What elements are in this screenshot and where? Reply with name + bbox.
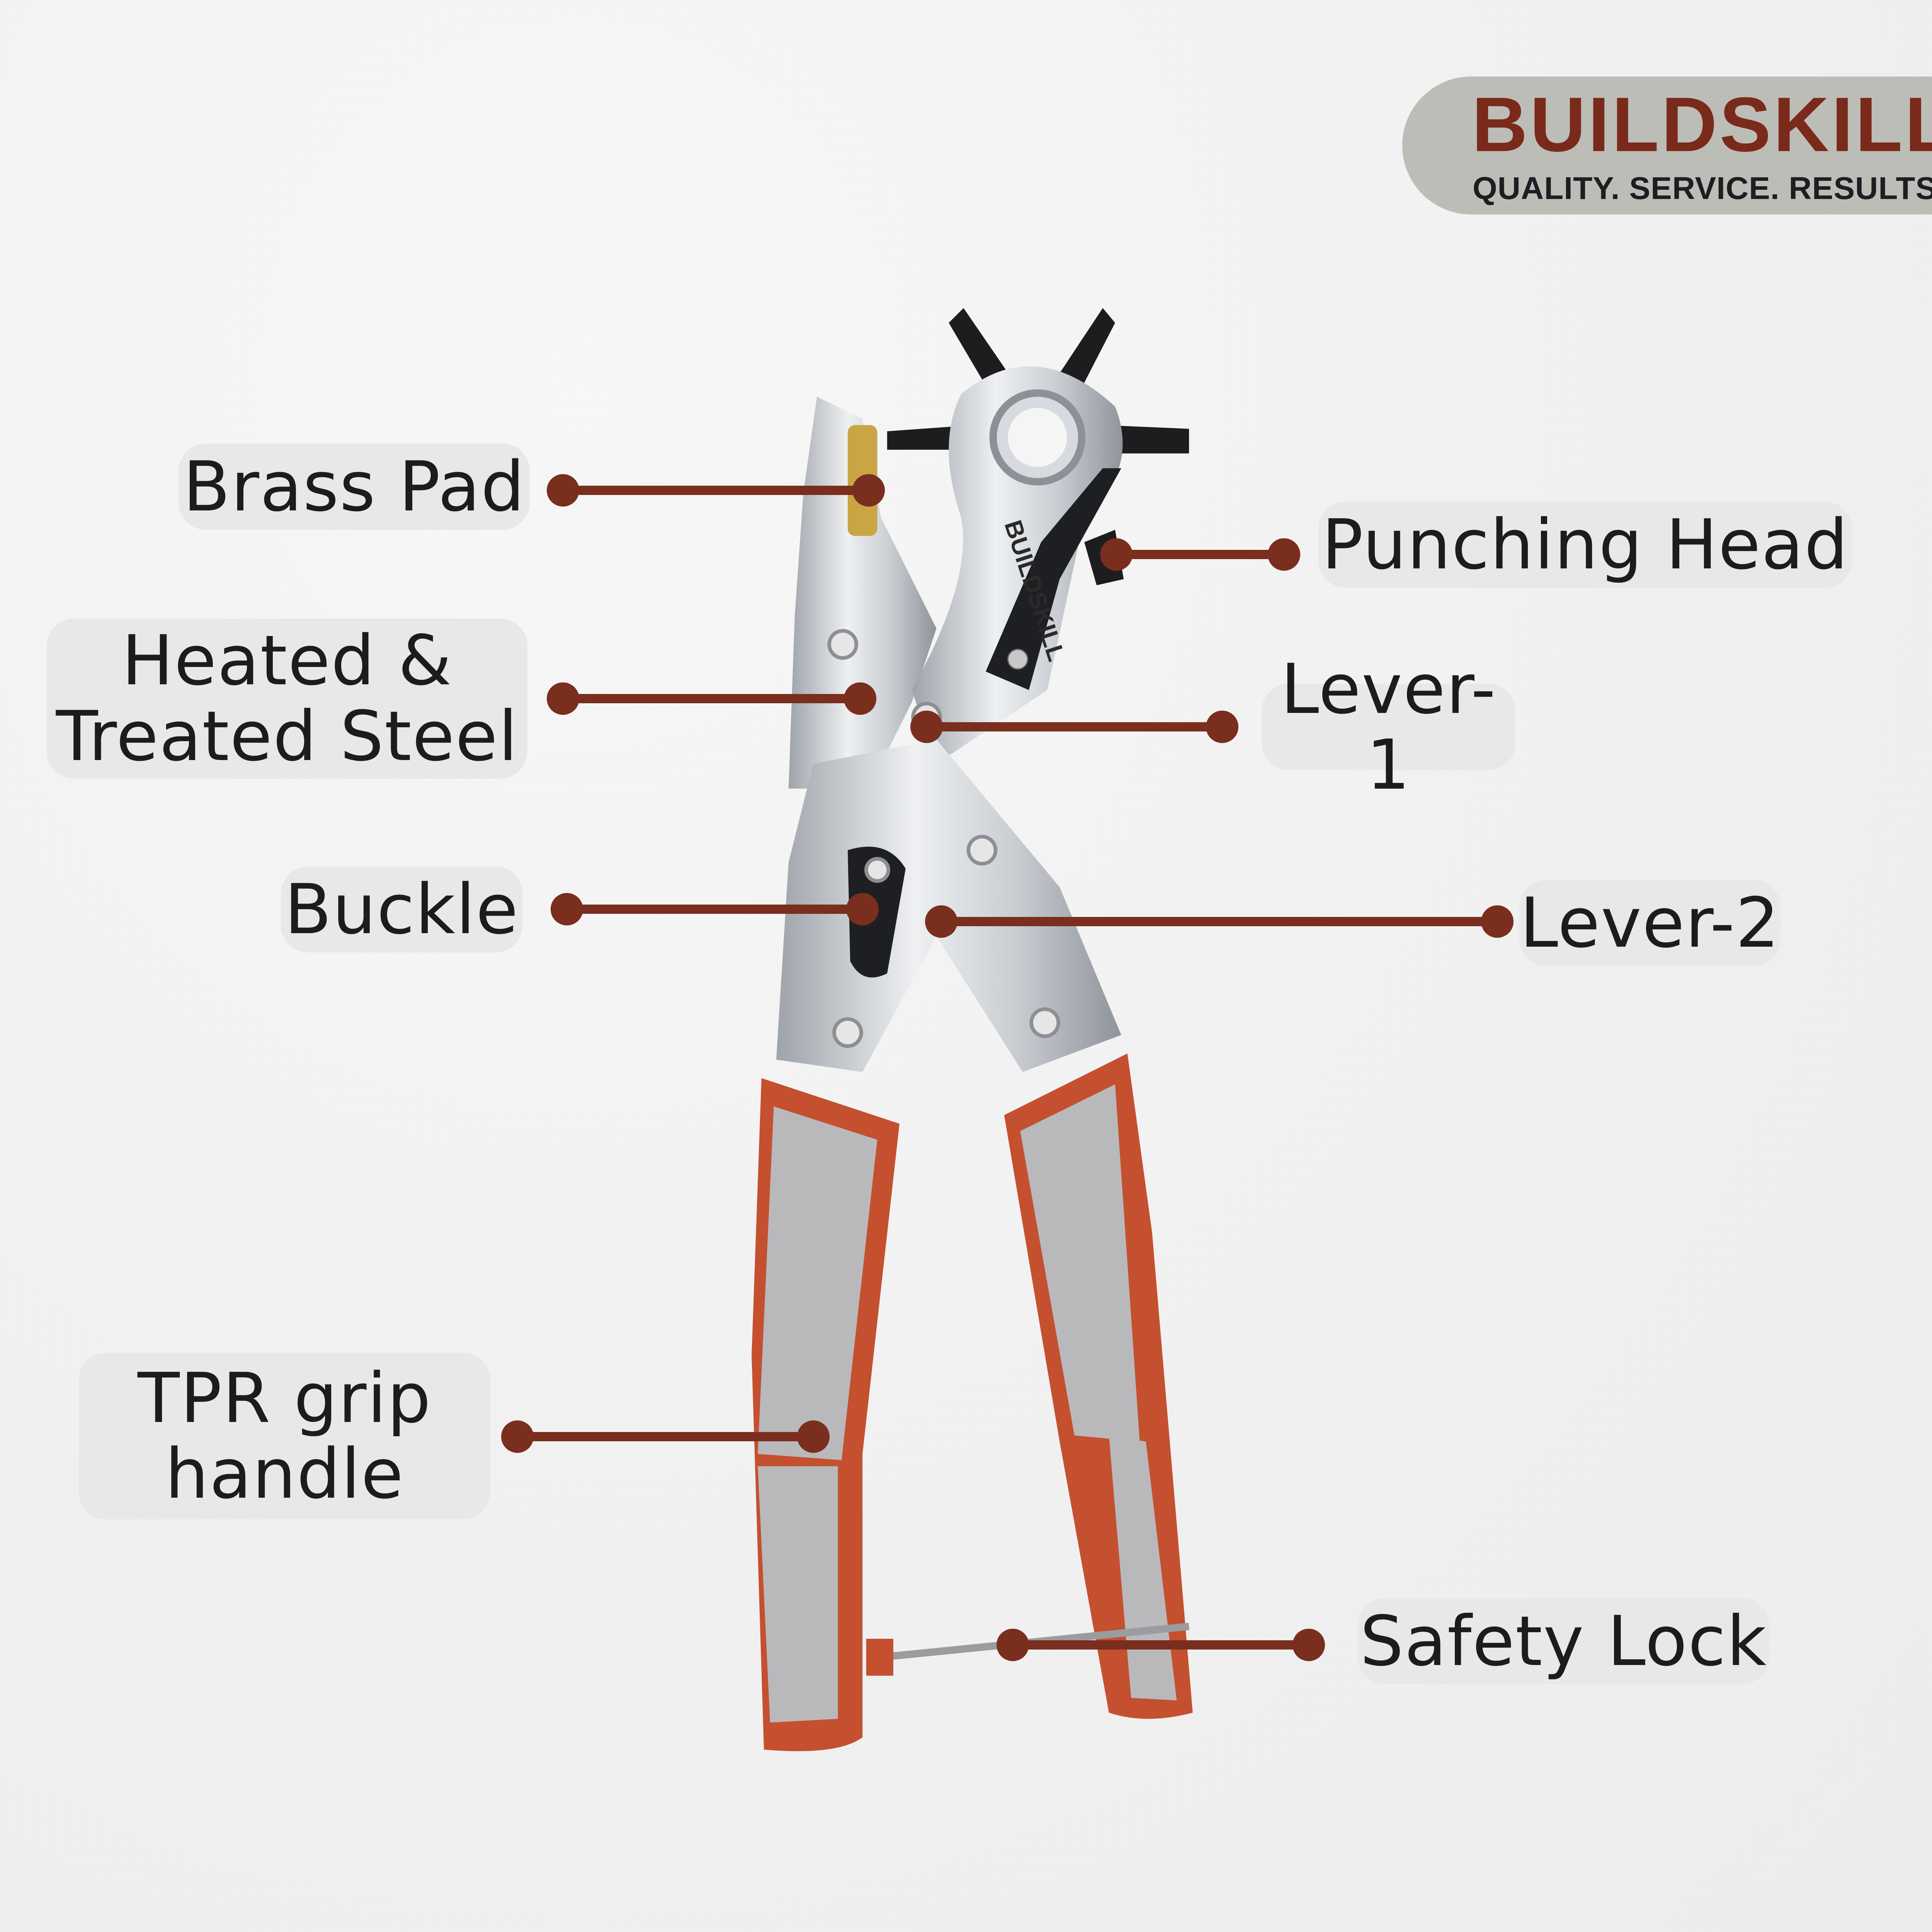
- label-text: Heated &: [121, 621, 453, 701]
- label-brass-pad: Brass Pad: [179, 444, 530, 530]
- connector-buckle: [567, 905, 862, 914]
- label-text: Safety Lock: [1360, 1601, 1767, 1681]
- label-text: Treated Steel: [56, 696, 519, 776]
- label-lever-1: Lever-1: [1262, 651, 1515, 803]
- marker-dot: [501, 1420, 534, 1453]
- label-text: Lever-2: [1520, 883, 1780, 963]
- lever-body: [776, 739, 1121, 1072]
- brand-logo: BUILDSKILL QUALITY. SERVICE. RESULTS.: [1402, 77, 1932, 214]
- marker-dot: [1293, 1629, 1325, 1661]
- connector-safety-lock: [1013, 1640, 1309, 1650]
- marker-dot: [551, 893, 583, 925]
- marker-dot: [846, 893, 879, 925]
- connector-tpr-grip: [517, 1432, 813, 1441]
- marker-dot: [547, 682, 579, 715]
- connector-heated-steel: [563, 694, 860, 703]
- label-text: Brass Pad: [183, 446, 526, 527]
- label-text: handle: [165, 1434, 404, 1514]
- label-text: Lever-1: [1281, 649, 1497, 805]
- logo-brand: BUILDSKILL: [1472, 82, 1932, 168]
- connector-lever-2: [941, 917, 1497, 926]
- marker-dot: [1100, 538, 1133, 571]
- marker-dot: [844, 682, 876, 715]
- connector-brass-pad: [563, 486, 869, 495]
- connector-lever-1: [927, 722, 1222, 731]
- label-text: Buckle: [284, 869, 519, 949]
- marker-dot: [547, 474, 579, 507]
- label-punching-head: Punching Head: [1318, 502, 1852, 588]
- label-heated-treated-steel: Heated & Treated Steel: [47, 619, 527, 779]
- marker-dot: [1481, 905, 1514, 938]
- marker-dot: [925, 905, 957, 938]
- logo-tagline: QUALITY. SERVICE. RESULTS.: [1473, 171, 1932, 206]
- connector-punching-head: [1116, 550, 1284, 559]
- marker-dot: [797, 1420, 830, 1453]
- label-buckle: Buckle: [281, 866, 522, 952]
- label-lever-2: Lever-2: [1519, 880, 1781, 966]
- label-tpr-grip-handle: TPR grip handle: [79, 1353, 490, 1519]
- marker-dot: [997, 1629, 1029, 1661]
- label-safety-lock: Safety Lock: [1358, 1598, 1769, 1684]
- marker-dot: [910, 711, 943, 743]
- marker-dot: [1206, 711, 1238, 743]
- marker-dot: [1268, 538, 1300, 571]
- label-text: Punching Head: [1321, 504, 1849, 585]
- label-text: TPR grip: [138, 1358, 432, 1438]
- marker-dot: [852, 474, 885, 507]
